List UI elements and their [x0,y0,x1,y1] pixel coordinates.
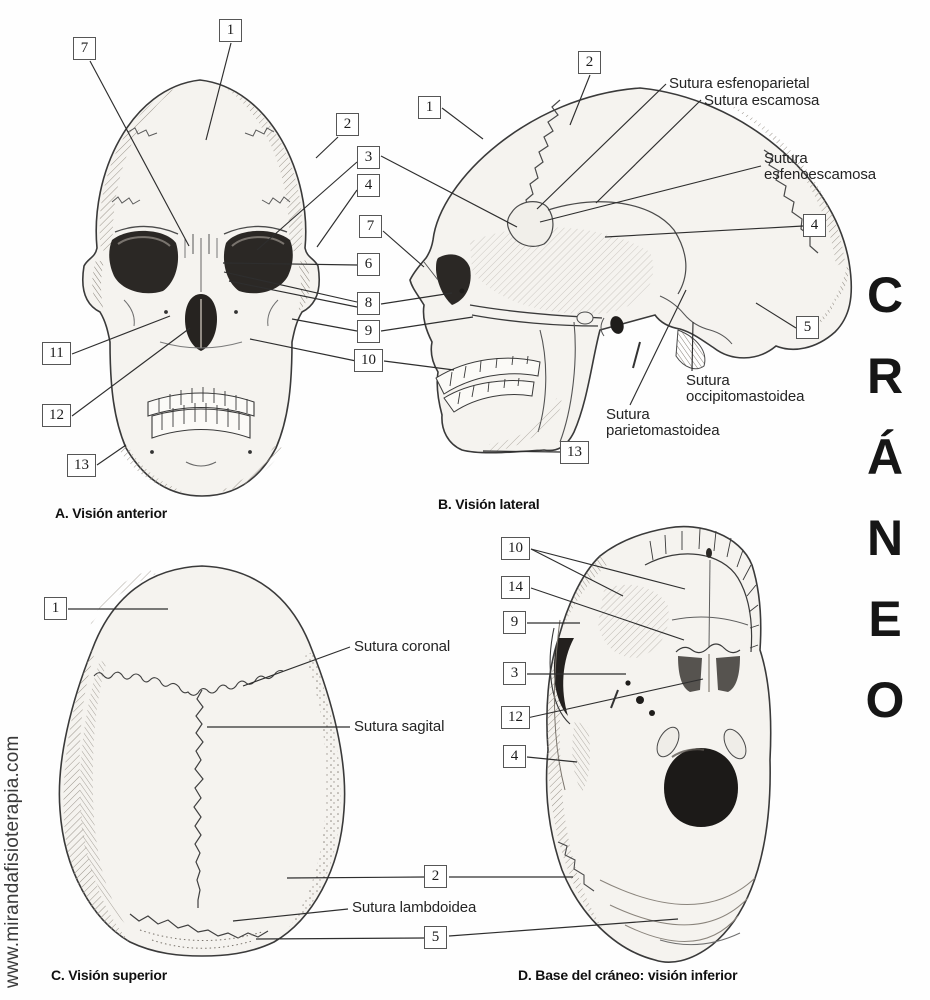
callout-box: 10 [354,349,383,372]
callout-box: 2 [336,113,359,136]
callout-box: 12 [501,706,530,729]
lateral-skull-illustration [409,87,853,454]
callout-box: 9 [503,611,526,634]
suture-label-esfenoparietal: Sutura esfenoparietal [669,75,810,92]
callout-box: 4 [803,214,826,237]
callout-box: 11 [42,342,71,365]
callout-box: 13 [560,441,589,464]
callout-box: 13 [67,454,96,477]
callout-box: 1 [44,597,67,620]
callout-box: 14 [501,576,530,599]
suture-label-parietomastoidea: Sutura parietomastoidea [606,406,720,440]
title-letter: E [868,591,902,647]
callout-box: 1 [418,96,441,119]
watermark-url: www.mirandafisioterapia.com [2,735,23,989]
callout-box: 7 [359,215,382,238]
callout-box: 8 [357,292,380,315]
suture-label-occipitomastoidea: Sutura occipitomastoidea [686,372,805,406]
callout-box: 1 [219,19,242,42]
superior-skull-illustration [58,565,346,957]
suture-label-sagital: Sutura sagital [354,718,445,735]
suture-label-esfenoescamosa: Sutura esfenoescamosa [764,150,877,184]
suture-label-coronal: Sutura coronal [354,638,451,655]
callout-box: 9 [357,320,380,343]
title-letter: Á [866,429,904,485]
callout-box: 4 [503,745,526,768]
callout-box: 2 [424,865,447,888]
callout-box: 7 [73,37,96,60]
callout-box: 2 [578,51,601,74]
leader-lines [68,42,804,940]
caption-vision-superior: C. Visión superior [51,967,167,983]
suture-label-escamosa: Sutura escamosa [704,92,820,109]
title-letter: N [866,510,904,566]
callout-box: 5 [796,316,819,339]
anterior-skull-illustration [82,79,320,497]
caption-vision-lateral: B. Visión lateral [438,496,540,512]
caption-base-craneo: D. Base del cráneo: visión inferior [518,967,738,983]
caption-vision-anterior: A. Visión anterior [55,505,168,521]
callout-box: 4 [357,174,380,197]
callout-box: 10 [501,537,530,560]
page-title-vertical: C R Á N E O [856,270,914,725]
title-letter: C [866,267,904,323]
callout-box: 6 [357,253,380,276]
title-letter: R [866,348,904,404]
callout-box: 12 [42,404,71,427]
title-letter: O [865,672,905,728]
callout-box: 3 [503,662,526,685]
callout-box: 3 [357,146,380,169]
inferior-skull-illustration [545,525,772,963]
suture-label-lambdoidea: Sutura lambdoidea [352,899,477,916]
callout-box: 5 [424,926,447,949]
